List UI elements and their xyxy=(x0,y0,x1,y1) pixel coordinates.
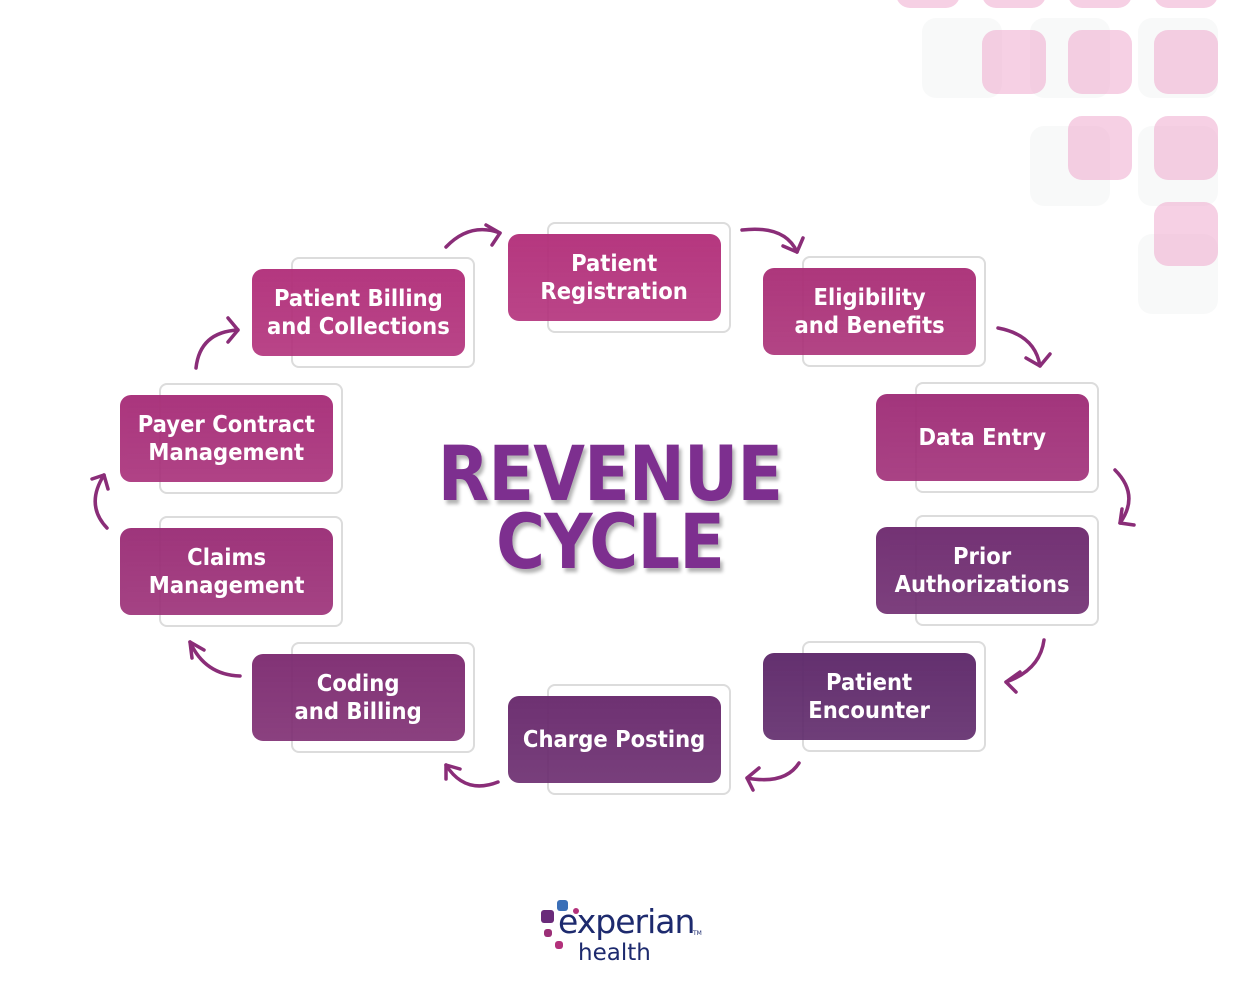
arrowhead-icon xyxy=(444,763,462,781)
step-box: Data Entry xyxy=(876,394,1089,481)
logo-trademark: TM xyxy=(693,930,702,937)
title-line-1: REVENUE xyxy=(437,429,783,518)
arrow xyxy=(93,473,109,530)
arrowhead-icon xyxy=(226,316,240,344)
logo-brand: experian xyxy=(558,902,695,941)
title-line-2: CYCLE xyxy=(495,497,725,586)
arrow xyxy=(740,227,799,254)
diagram-title: REVENUE CYCLE xyxy=(400,429,820,586)
arrow xyxy=(1113,468,1131,525)
logo-sub: health xyxy=(578,940,651,966)
arrowhead-icon xyxy=(745,766,761,792)
arrowhead-icon xyxy=(1004,670,1022,694)
arrow xyxy=(745,761,801,782)
arrow xyxy=(188,640,242,678)
step-box: Charge Posting xyxy=(508,696,721,783)
arrow xyxy=(1004,638,1046,684)
arrowhead-icon xyxy=(188,640,206,660)
arrow xyxy=(444,763,500,788)
arrowhead-icon xyxy=(781,236,805,254)
step-label: Charge Posting xyxy=(523,726,706,753)
arrowhead-icon xyxy=(484,223,502,247)
arrowhead-icon xyxy=(1024,352,1052,368)
arrow xyxy=(194,328,240,370)
step-label: Data Entry xyxy=(918,424,1047,451)
arrow xyxy=(996,326,1042,368)
arrowhead-icon xyxy=(1118,507,1136,527)
experian-health-logo: experian TM health xyxy=(538,896,708,976)
arrowhead-icon xyxy=(90,473,110,491)
